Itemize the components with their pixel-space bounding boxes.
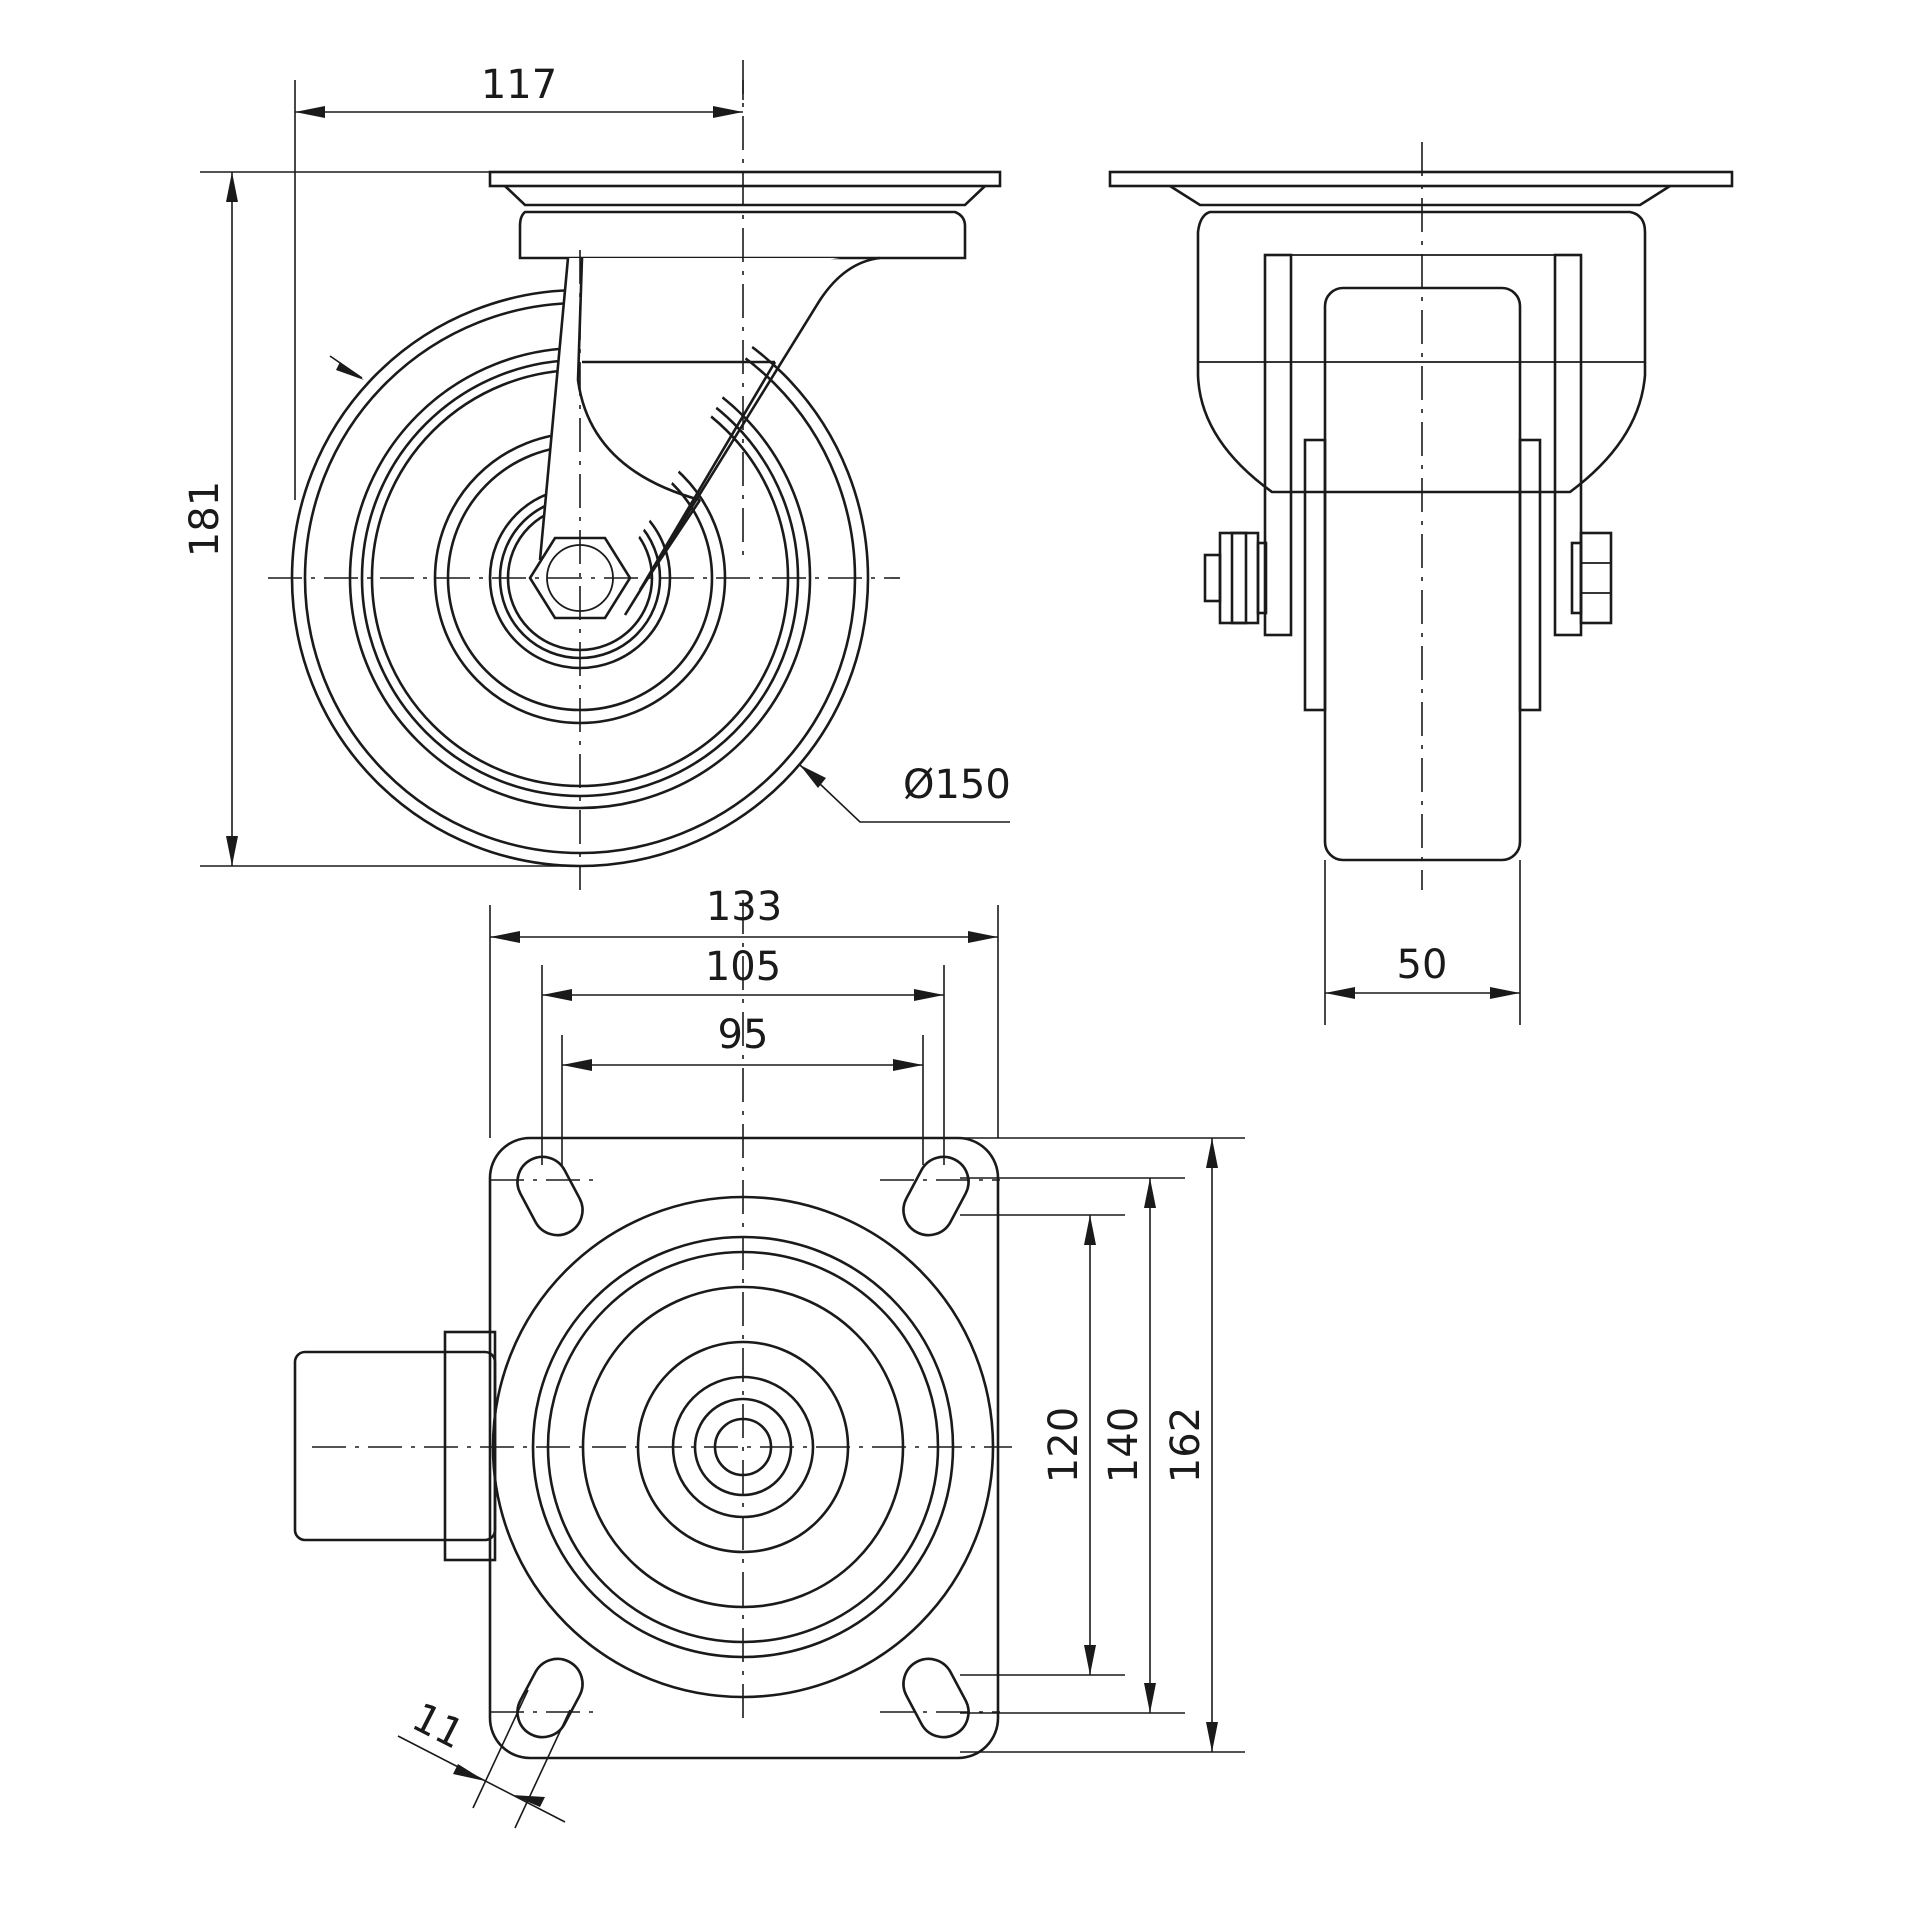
top-view-wheel-housing <box>293 1350 497 1542</box>
front-view: 50 <box>1108 142 1734 1025</box>
side-axle-nut <box>528 536 632 620</box>
dim-50-label: 50 <box>1397 942 1448 988</box>
dim-120-label: 120 <box>1041 1407 1087 1483</box>
front-axle-bolt-head <box>1579 531 1613 625</box>
side-swivel-base <box>518 210 967 260</box>
front-fork-housing <box>1196 210 1647 494</box>
dim-diameter-label: Ø150 <box>903 762 1011 808</box>
top-view-base-plate <box>488 1136 1000 1760</box>
dim-162-label: 162 <box>1163 1407 1209 1483</box>
side-view: 117 181 Ø150 <box>182 60 1011 890</box>
dim-105-label: 105 <box>705 944 781 990</box>
mount-hole-top-left <box>516 1155 584 1237</box>
top-view: 133 105 95 120 140 162 <box>293 884 1245 1829</box>
dim-140-label: 140 <box>1101 1407 1147 1483</box>
mount-hole-bottom-right <box>902 1657 970 1739</box>
front-fork-leg-right <box>1553 253 1583 637</box>
dim-133-label: 133 <box>706 884 782 930</box>
dim-95-label: 95 <box>718 1012 769 1058</box>
mount-hole-bottom-left <box>516 1657 584 1739</box>
dim-181-label: 181 <box>182 481 228 557</box>
side-top-plate <box>488 170 1002 188</box>
dim-11-label: 11 <box>405 1694 471 1758</box>
mount-hole-top-right <box>902 1155 970 1237</box>
front-top-plate <box>1108 170 1734 188</box>
dim-117-label: 117 <box>481 62 557 108</box>
front-axle-nut <box>1218 531 1260 625</box>
front-fork-leg-left <box>1263 253 1293 637</box>
side-fork-leg <box>538 257 570 561</box>
